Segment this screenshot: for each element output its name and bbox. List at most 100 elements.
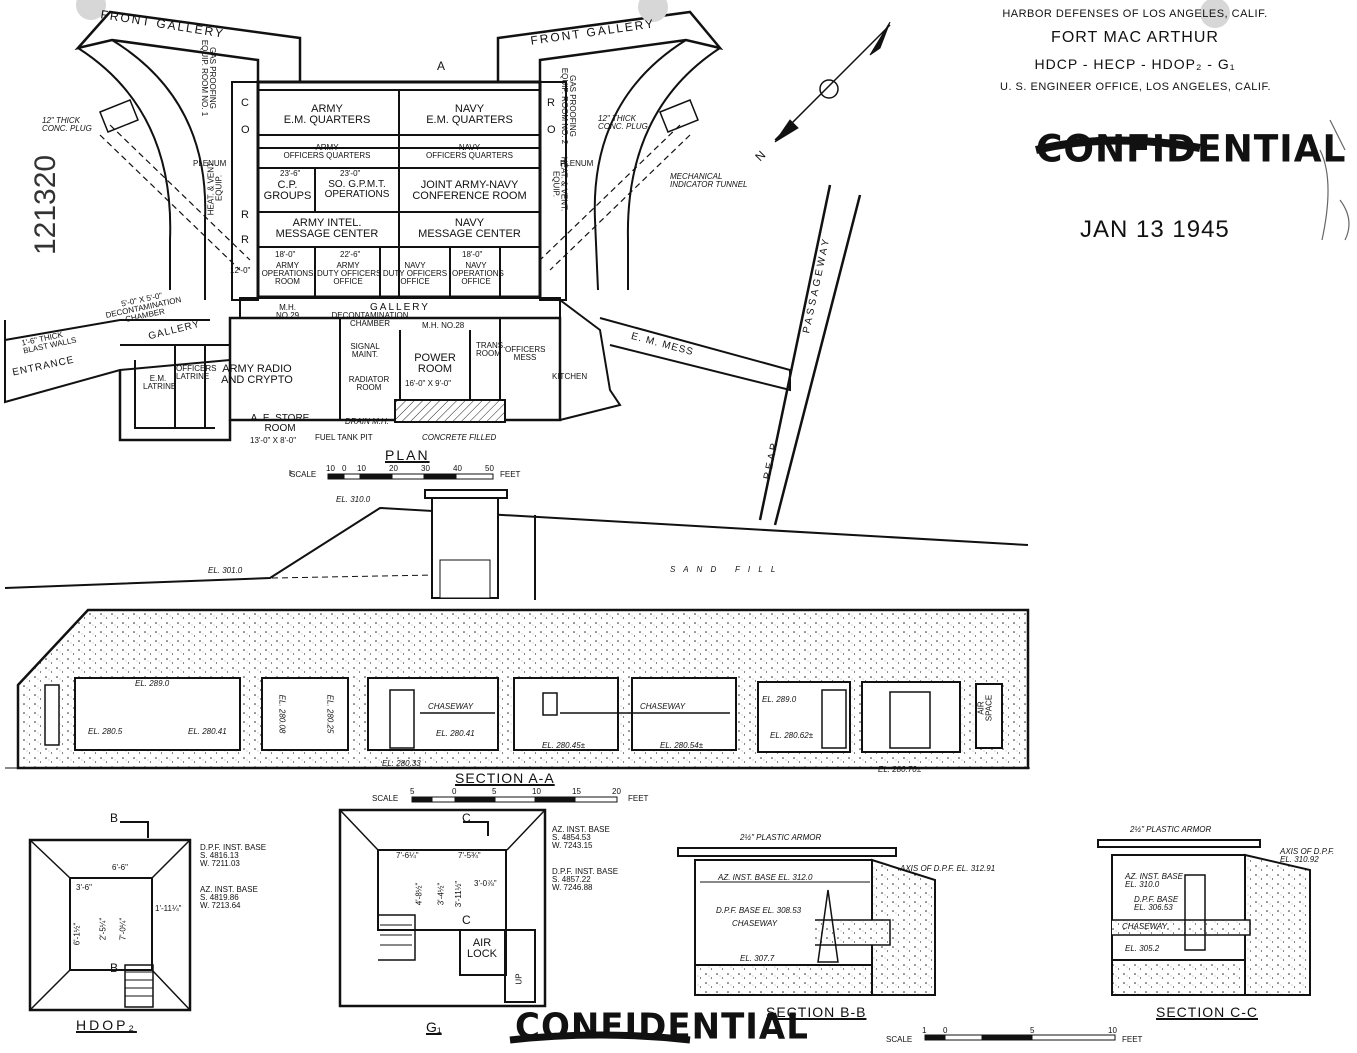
g1-drawing: [338, 808, 547, 1008]
plan-corridor-r2: R: [241, 234, 249, 246]
g1-mark-c: C: [462, 811, 471, 825]
north-arrow-icon: [774, 21, 891, 143]
cc-el: EL. 305.2: [1125, 944, 1160, 953]
dim-18-0-b: 18'-0": [462, 250, 483, 259]
room-navy-duty: NAVY DUTY OFFICERS OFFICE: [382, 261, 448, 286]
room-officers-mess: OFFICERS MESS: [505, 345, 546, 362]
plan-corridor-o: O: [241, 124, 250, 136]
hdop2-dim-6-6: 6'-6": [112, 863, 128, 872]
g1-az-base: AZ. INST. BASE S. 4854.53 W. 7243.15: [552, 825, 610, 850]
bb-el: EL. 307.7: [740, 954, 775, 963]
plan-scale-unit: FEET: [500, 470, 521, 479]
note-mh28: M.H. NO.28: [422, 321, 465, 330]
plan-scale-tick-6: 40: [453, 464, 462, 473]
section-aa-title: SECTION A-A: [455, 770, 555, 786]
g1-dim-3-4: 3'-4½": [436, 882, 446, 906]
bb-axis: AXIS OF D.P.F. EL. 312.91: [900, 864, 996, 873]
dim-22-6: 22'-6": [340, 250, 361, 259]
hdop2-az-base: AZ. INST. BASE S. 4819.86 W. 7213.64: [200, 885, 258, 910]
hdop2-title: HDOP₂: [76, 1017, 137, 1033]
el-280-41-b: EL. 280.41: [436, 729, 475, 738]
aa-scale-tick-2: 0: [452, 787, 457, 796]
note-ae-dims: 13'-0" X 8'-0": [250, 436, 297, 445]
room-army-radio: ARMY RADIO AND CRYPTO: [221, 363, 293, 386]
note-plug-right: 12" THICK CONC. PLUG: [598, 114, 648, 131]
section-bb-drawing: [677, 847, 936, 996]
hdop2-dim-2-5: 2'-5¼": [98, 917, 108, 941]
bottom-scale-tick-3: 5: [1030, 1026, 1035, 1035]
chaseway-a: CHASEWAY: [428, 702, 474, 711]
el-280-08: EL. 280.08: [277, 694, 287, 734]
aa-scale-label: SCALE: [372, 794, 399, 803]
room-kitchen: KITCHEN: [552, 372, 588, 381]
g1-air-lock: AIR LOCK: [467, 937, 497, 960]
plan-drawing: [4, 10, 862, 526]
air-space-label: AIR SPACE: [976, 694, 994, 722]
hdop2-mark-b: B: [110, 811, 119, 825]
section-cc-drawing: [1097, 839, 1311, 996]
g1-dim-4-8: 4'-8½": [414, 882, 424, 906]
redaction-scribble-top: [1035, 136, 1201, 154]
plan-corridor-o2: O: [547, 124, 556, 136]
title-designation: HDCP - HECP - HDOP₂ - G₁: [1034, 56, 1236, 72]
section-aa-drawing: [4, 489, 1030, 770]
room-army-em: ARMY E.M. QUARTERS: [283, 103, 371, 126]
note-fuel-tank: FUEL TANK PIT: [315, 433, 373, 442]
el-301: EL. 301.0: [208, 566, 243, 575]
title-fort: FORT MAC ARTHUR: [1051, 29, 1219, 46]
note-mech-tunnel: MECHANICAL INDICATOR TUNNEL: [670, 172, 748, 189]
el-280-25: EL. 280.25: [325, 694, 335, 734]
plan-scale-label: SCALE: [290, 470, 317, 479]
el-280-5: EL. 280.5: [88, 727, 123, 736]
section-cc-title: SECTION C-C: [1156, 1004, 1258, 1020]
room-army-officers: ARMY OFFICERS QUARTERS: [283, 143, 371, 160]
room-gallery: GALLERY: [370, 302, 430, 313]
el-280-70: EL. 280.70±: [878, 765, 922, 774]
plan-scale-tick-2: 0: [342, 464, 347, 473]
g1-dim-3-0: 3'-0⅞": [474, 879, 497, 888]
plan-scale-tick-7: 50: [485, 464, 494, 473]
plan-corridor-r1: R: [241, 209, 249, 221]
punch-hole: [1200, 0, 1230, 28]
confidential-stamp-bottom: CONFIDENTIAL: [515, 1006, 809, 1048]
plan-scale-tick-4: 20: [389, 464, 398, 473]
plan-scale-bar: [327, 473, 494, 480]
sand-fill-label: S A N D F I L L: [670, 565, 779, 574]
note-plenum-left: PLENUM: [193, 159, 227, 168]
dim-18-0-a: 18'-0": [275, 250, 296, 259]
room-trans: TRANS. ROOM: [476, 341, 506, 358]
hdop2-dim-1-11: 1'-11¼": [155, 904, 182, 913]
punch-hole: [76, 0, 106, 20]
redaction-scribble-bottom: [509, 1031, 691, 1044]
bottom-scale-unit: FEET: [1122, 1035, 1143, 1044]
cc-az: AZ. INST. BASE EL. 310.0: [1125, 872, 1183, 889]
punch-hole: [638, 0, 668, 22]
aa-scale-unit: FEET: [628, 794, 649, 803]
section-mark-a: A: [437, 59, 446, 73]
room-power: POWER ROOM: [414, 352, 456, 375]
room-cp-groups: C.P. GROUPS: [263, 179, 312, 202]
room-ae-store: A. E. STORE ROOM: [250, 413, 310, 434]
note-power-dims: 16'-0" X 9'-0": [405, 379, 452, 388]
plan-corridor-r3: R: [547, 97, 555, 109]
room-joint-conference: JOINT ARMY-NAVY CONFERENCE ROOM: [412, 179, 527, 202]
bottom-scale-bar: [924, 1034, 1116, 1041]
bottom-scale-tick-4: 10: [1108, 1026, 1117, 1035]
el-280-54: EL. 280.54±: [660, 741, 704, 750]
chaseway-b: CHASEWAY: [640, 702, 686, 711]
room-navy-ops: NAVY OPERATIONS OFFICE: [452, 261, 504, 286]
plan-scale-tick-5: 30: [421, 464, 430, 473]
dim-23-0: 23'-0": [340, 169, 361, 178]
el-280-33: EL. 280.33: [382, 759, 421, 768]
plan-title: PLAN: [385, 447, 430, 463]
dim-12-0: 12'-0": [230, 266, 251, 275]
hdop2-dim-6-1: 6'-1½": [72, 922, 82, 946]
hdop2-drawing: [28, 821, 192, 1012]
dim-23-6: 23'-6": [280, 169, 301, 178]
bottom-scale-label: SCALE: [886, 1035, 913, 1044]
note-heat-vent-1: HEAT. & VENT. EQUIP.: [206, 160, 224, 216]
cc-armor: 2½" PLASTIC ARMOR: [1130, 825, 1212, 834]
g1-dim-3-11: 3'-11½": [454, 880, 464, 908]
date-stamp: JAN 13 1945: [1080, 216, 1230, 243]
el-289-a: EL. 289.0: [135, 679, 170, 688]
